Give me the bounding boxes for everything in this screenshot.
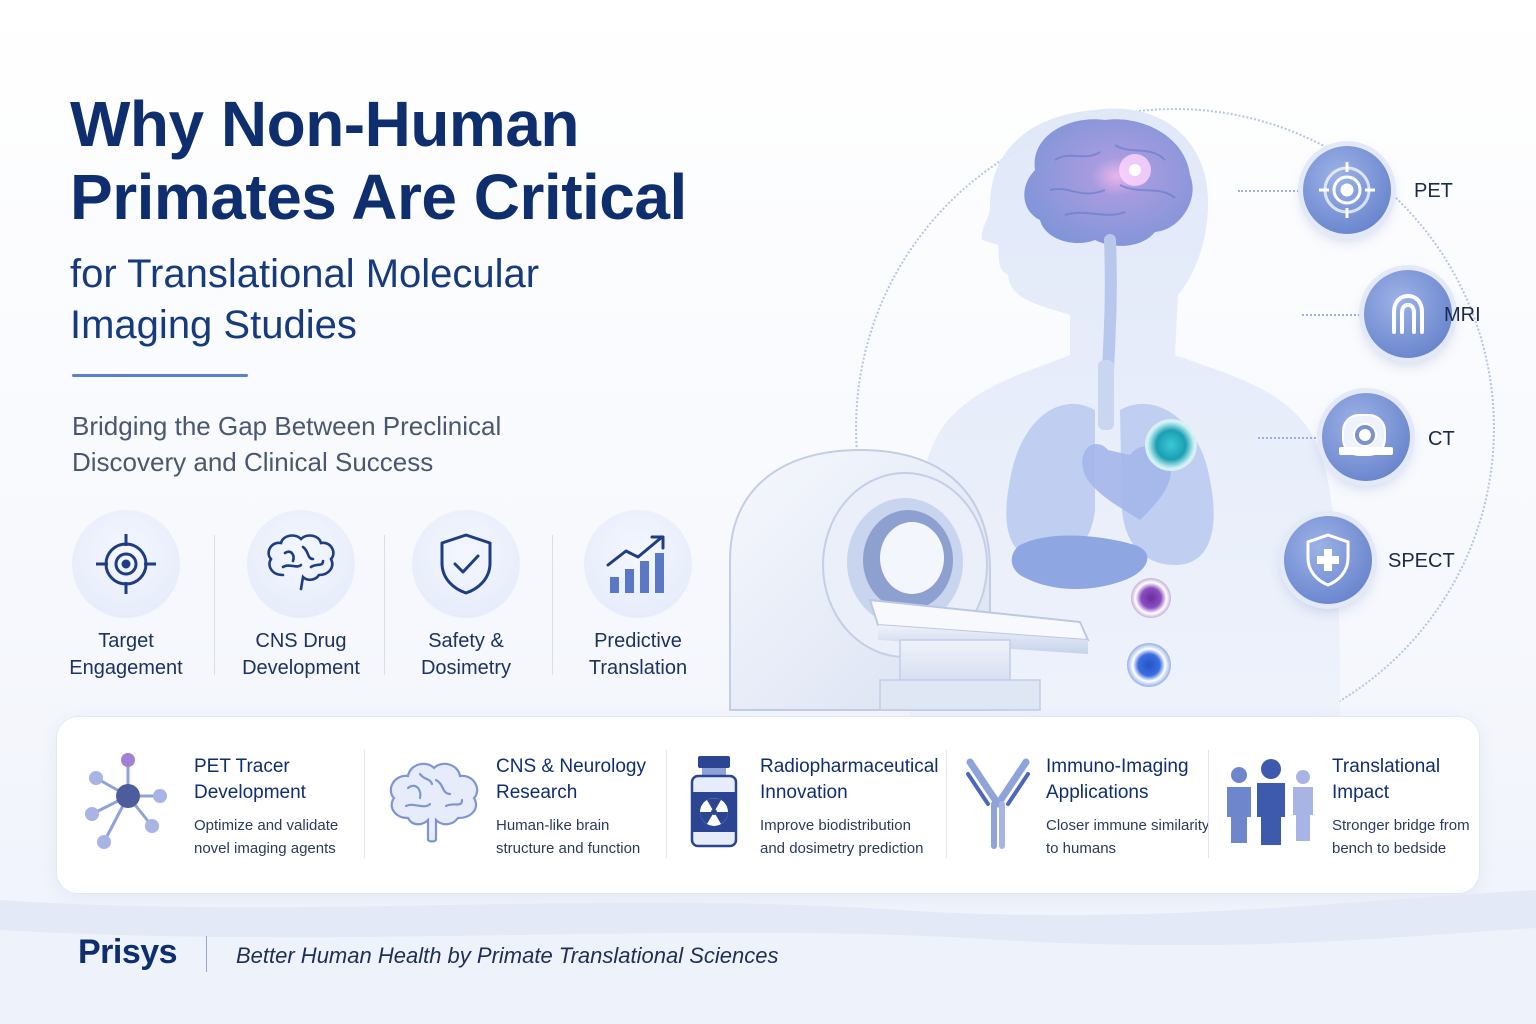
- tagline-line-2: Discovery and Clinical Success: [72, 447, 434, 477]
- target-icon: [72, 510, 180, 618]
- benefit-label: Safety &Dosimetry: [420, 630, 511, 679]
- ct-scanner-icon: [1322, 393, 1410, 481]
- kidney-marker-icon: [1127, 643, 1171, 687]
- brain-icon: [247, 510, 355, 618]
- modality-label-ct: CT: [1428, 428, 1455, 450]
- brand-logo: Prisys: [78, 933, 178, 971]
- trend-chart-icon: [584, 510, 692, 618]
- shield-check-icon: [412, 510, 520, 618]
- page-title-line-2: Primates Are Critical: [70, 161, 687, 233]
- radioactive-vial-icon: [686, 752, 742, 852]
- footer-wave-background: [0, 890, 1536, 1024]
- divider: [666, 750, 667, 858]
- divider: [206, 936, 207, 972]
- brain-icon: [384, 752, 484, 852]
- scanner-illustration: [729, 448, 1090, 711]
- molecule-icon: [80, 752, 170, 852]
- magnet-icon: [1364, 270, 1452, 358]
- connector-line: [1258, 437, 1320, 439]
- divider: [552, 535, 553, 675]
- divider: [1208, 750, 1209, 858]
- title-underline: [72, 374, 248, 377]
- modality-label-spect: SPECT: [1388, 550, 1455, 572]
- modality-label-pet: PET: [1414, 180, 1453, 202]
- people-icon: [1222, 752, 1320, 852]
- liver-marker-icon: [1131, 578, 1171, 618]
- divider: [364, 750, 365, 858]
- benefit-safety-dosimetry: Safety &Dosimetry: [391, 510, 541, 682]
- lung-marker-icon: [1148, 422, 1194, 468]
- divider: [214, 535, 215, 675]
- pet-scan-icon: [1303, 146, 1391, 234]
- antibody-icon: [962, 752, 1034, 852]
- tagline-line-1: Bridging the Gap Between Preclinical: [72, 411, 502, 441]
- connector-line: [1302, 314, 1364, 316]
- brand-motto: Better Human Health by Primate Translati…: [236, 943, 779, 968]
- modality-label-mri: MRI: [1444, 304, 1481, 326]
- connector-line: [1238, 190, 1302, 192]
- brain-illustration: [1024, 119, 1193, 246]
- page-title-line-1: Why Non-Human: [70, 88, 580, 160]
- divider: [384, 535, 385, 675]
- shield-plus-icon: [1284, 516, 1372, 604]
- divider: [946, 750, 947, 858]
- page-subtitle-line-2: Imaging Studies: [70, 303, 357, 347]
- page-subtitle-line-1: for Translational Molecular: [70, 252, 540, 296]
